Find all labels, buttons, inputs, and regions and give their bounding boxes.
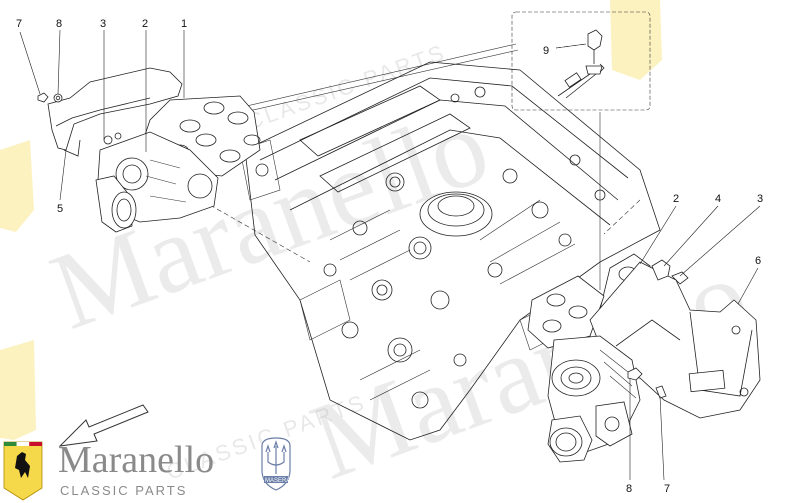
callout-7-top: 7 [16,18,22,30]
callout-leaders [19,29,761,481]
callout-3-right: 3 [757,193,763,205]
callout-3-top: 3 [100,18,106,30]
callout-2-top: 2 [142,18,148,30]
right-turbo-assembly [527,253,761,463]
callout-8-top: 8 [56,18,62,30]
callout-labels: 7 8 3 2 1 5 9 2 4 3 6 8 7 [16,18,763,495]
ferrari-badge-watermark-icon [0,0,662,440]
brand-name: Maranello [58,439,214,481]
callout-4-right: 4 [715,193,721,205]
maserati-trident-icon: MASERATI [261,437,296,491]
branding-footer: Maranello CLASSIC PARTS MASERATI [3,437,296,501]
ferrari-badge-icon [3,441,43,501]
callout-9-inset: 9 [543,45,549,57]
watermark-layer: Maranello Maranello CLASSIC PARTS CLASSI… [0,0,763,503]
detail-inset [511,11,651,111]
engine-block [239,61,661,441]
callout-6-right: 6 [755,255,761,267]
callout-7-bottom: 7 [664,483,670,495]
maserati-seal-label: MASERATI [265,478,296,484]
direction-arrow-icon [58,404,149,447]
callout-1-top: 1 [181,18,187,30]
callout-5-left: 5 [57,203,63,215]
left-turbo-assembly [37,67,261,233]
callout-8-bottom: 8 [626,483,632,495]
callout-2-right: 2 [673,193,679,205]
brand-tagline: CLASSIC PARTS [60,483,187,498]
connector-lines [209,43,641,290]
